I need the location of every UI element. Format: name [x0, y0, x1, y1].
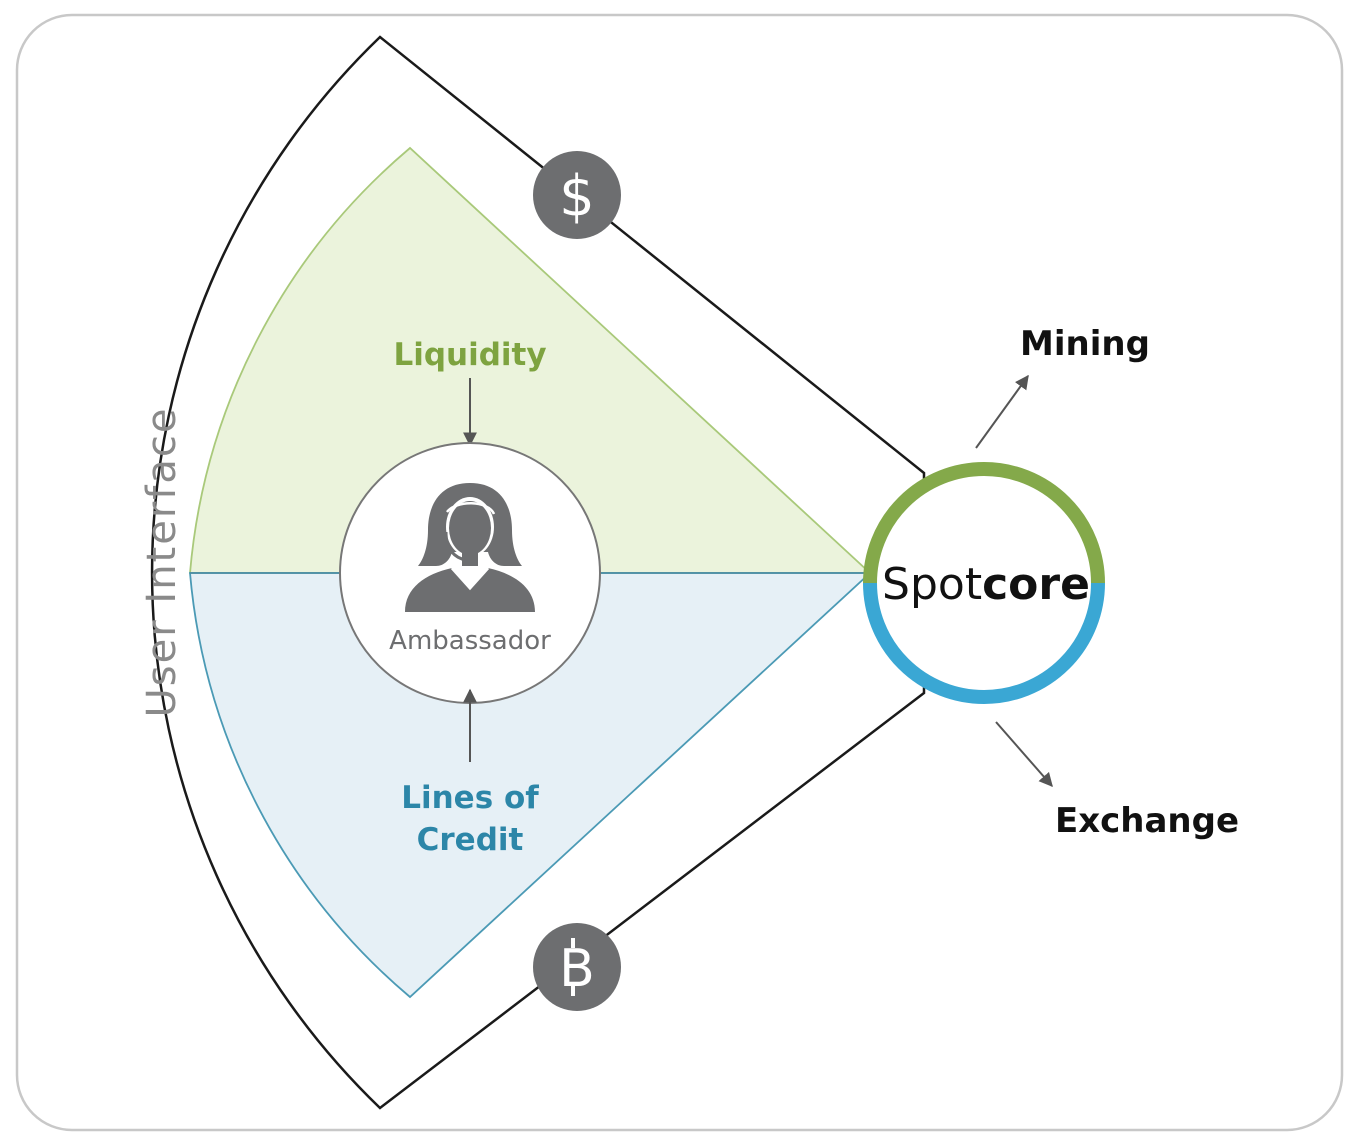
dollar-badge: $ [533, 151, 621, 239]
hub-ring-bottom [863, 582, 1105, 704]
dollar-symbol: $ [559, 164, 595, 229]
bitcoin-icon [533, 923, 621, 1011]
woman-headset-icon [405, 483, 535, 612]
mining-label: Mining [1020, 324, 1150, 364]
credit-sector [189, 572, 873, 999]
mining-arrow [975, 374, 1029, 449]
liquidity-label: Liquidity [393, 337, 546, 373]
spotcore-hub: Spotcore [863, 462, 1105, 704]
spotcore-light: Spot [882, 559, 982, 610]
spotcore-bold: core [982, 559, 1090, 610]
dollar-icon [533, 151, 621, 239]
credit-label-line2: Credit [417, 822, 524, 858]
ambassador-circle [339, 442, 601, 704]
hub-ring-top [863, 462, 1105, 584]
spotcore-wordmark: Spotcore [882, 559, 1090, 610]
user-interface-label: User Interface [139, 407, 185, 718]
bitcoin-badge: B [533, 923, 621, 1011]
bitcoin-symbol: B [559, 939, 595, 999]
credit-label-line1: Lines of [401, 780, 539, 816]
ambassador-label: Ambassador [389, 626, 551, 656]
exchange-arrow [995, 721, 1053, 788]
liquidity-sector [189, 146, 873, 574]
exchange-label: Exchange [1055, 801, 1239, 841]
